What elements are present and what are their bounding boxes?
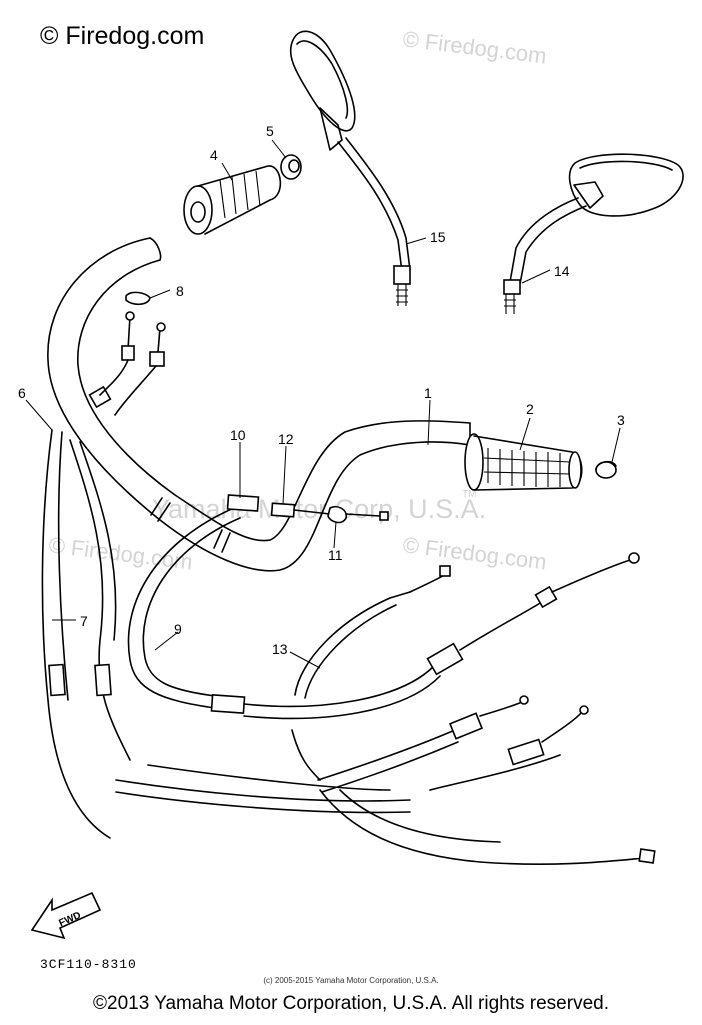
right-mirror (503, 153, 684, 314)
small-copyright: (c) 2005-2015 Yamaha Motor Corporation, … (263, 976, 439, 985)
label-part-4: 4 (210, 147, 218, 163)
leader-lines (25, 139, 621, 669)
label-part-13: 13 (272, 641, 288, 657)
label-part-14: 14 (554, 263, 570, 279)
label-part-5: 5 (266, 123, 274, 139)
watermark-mid-right: © Firedog.com (401, 532, 548, 574)
label-part-10: 10 (230, 427, 246, 443)
watermark-mid-left: © Firedog.com (47, 532, 194, 574)
footer-copyright: ©2013 Yamaha Motor Corporation, U.S.A. A… (93, 993, 609, 1014)
fwd-arrow-icon: FWD (30, 891, 102, 940)
diagram-code: 3CF110-8310 (40, 957, 137, 972)
label-part-11: 11 (328, 547, 343, 563)
label-part-15: 15 (430, 229, 446, 245)
label-part-2: 2 (526, 401, 534, 417)
label-part-9: 9 (174, 621, 182, 637)
handlebar (47, 237, 471, 572)
label-part-7: 7 (80, 613, 88, 629)
cable-adjusters (226, 494, 389, 524)
lower-cables (317, 695, 656, 865)
watermark-main: © Firedog.com (40, 22, 205, 50)
watermark-tm: TM (462, 489, 476, 500)
label-part-8: 8 (176, 283, 184, 299)
upper-left-cable-ends (99, 311, 166, 416)
watermark-top-right: © Firedog.com (401, 26, 548, 68)
throttle-cables (41, 429, 411, 839)
brake-cable (291, 565, 451, 781)
grip-cap (280, 154, 302, 180)
left-grip (183, 165, 282, 235)
label-part-12: 12 (278, 431, 294, 447)
label-part-1: 1 (424, 385, 432, 401)
cable-clamp (125, 291, 151, 306)
label-part-6: 6 (18, 385, 26, 401)
clutch-cable (127, 507, 640, 720)
label-part-3: 3 (617, 412, 625, 428)
right-grip (464, 433, 583, 491)
end-cap (595, 460, 617, 479)
left-mirror (289, 30, 411, 306)
